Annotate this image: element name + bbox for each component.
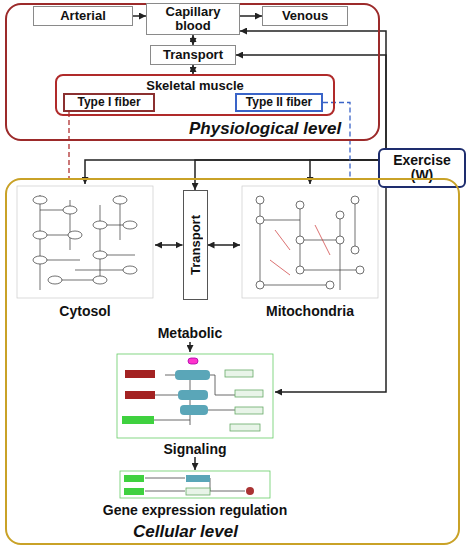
flow-arrow: [208, 244, 241, 246]
flow-arrow: [192, 35, 194, 45]
mitochondria-module: Mitochondria: [240, 184, 380, 319]
node-label: Transport: [188, 215, 203, 275]
signaling-network: [117, 354, 273, 438]
node-label: Transport: [163, 48, 223, 62]
mitochondria-network: [242, 186, 378, 298]
exercise-box: Exercise (W): [378, 148, 466, 188]
fiber-box: Type I fiber: [63, 93, 155, 112]
node-label: Cytosol: [59, 303, 110, 319]
flow-arrow: [192, 65, 194, 74]
flow-arrow: [310, 160, 378, 184]
node-label: Signaling: [164, 441, 227, 457]
signaling-module: Signaling: [115, 352, 275, 457]
flow-arrow: [155, 244, 183, 246]
compartment-box: Capillary blood: [146, 3, 240, 35]
dashed-link: [68, 112, 69, 178]
node-label: Mitochondria: [266, 303, 354, 319]
cellular-region: Cellular level Cytosol TransportMitochondr…: [5, 178, 460, 545]
fiber-box: Type II fiber: [235, 93, 323, 112]
flow-arrow: [194, 457, 196, 470]
gene-network: [120, 471, 270, 498]
cytosol-network: [17, 186, 153, 298]
flow-arrow: [189, 342, 191, 352]
flow-arrow: [85, 160, 378, 184]
node-label: Capillary blood: [147, 5, 239, 33]
node-label: Skeletal muscle: [146, 78, 244, 93]
flow-arrow: [240, 15, 262, 17]
flow-arrow: [275, 188, 386, 392]
node-label: Type II fiber: [246, 96, 312, 109]
node-label: Arterial: [60, 9, 106, 23]
physiological-region: Physiological level Arterial Capillary blo…: [5, 3, 380, 141]
muscle-box: Skeletal muscleType I fiber Type II fiber: [55, 74, 335, 116]
compartment-box: Venous: [262, 6, 348, 26]
node-label: Type I fiber: [77, 96, 140, 109]
node-label: Gene expression regulation: [103, 502, 287, 518]
compartment-box: Arterial: [33, 6, 133, 26]
gene-module: Gene expression regulation: [95, 470, 295, 518]
flow-arrow: [133, 15, 146, 17]
node-label: Metabolic: [158, 325, 223, 341]
cytosol-module: Cytosol: [15, 184, 155, 319]
transport-bar: Transport: [183, 190, 208, 300]
level-title: Cellular level: [133, 523, 238, 541]
level-label: Metabolic: [150, 324, 230, 342]
transport-box: Transport: [150, 45, 236, 65]
node-label: Venous: [282, 9, 328, 23]
level-title: Physiological level: [189, 120, 341, 138]
